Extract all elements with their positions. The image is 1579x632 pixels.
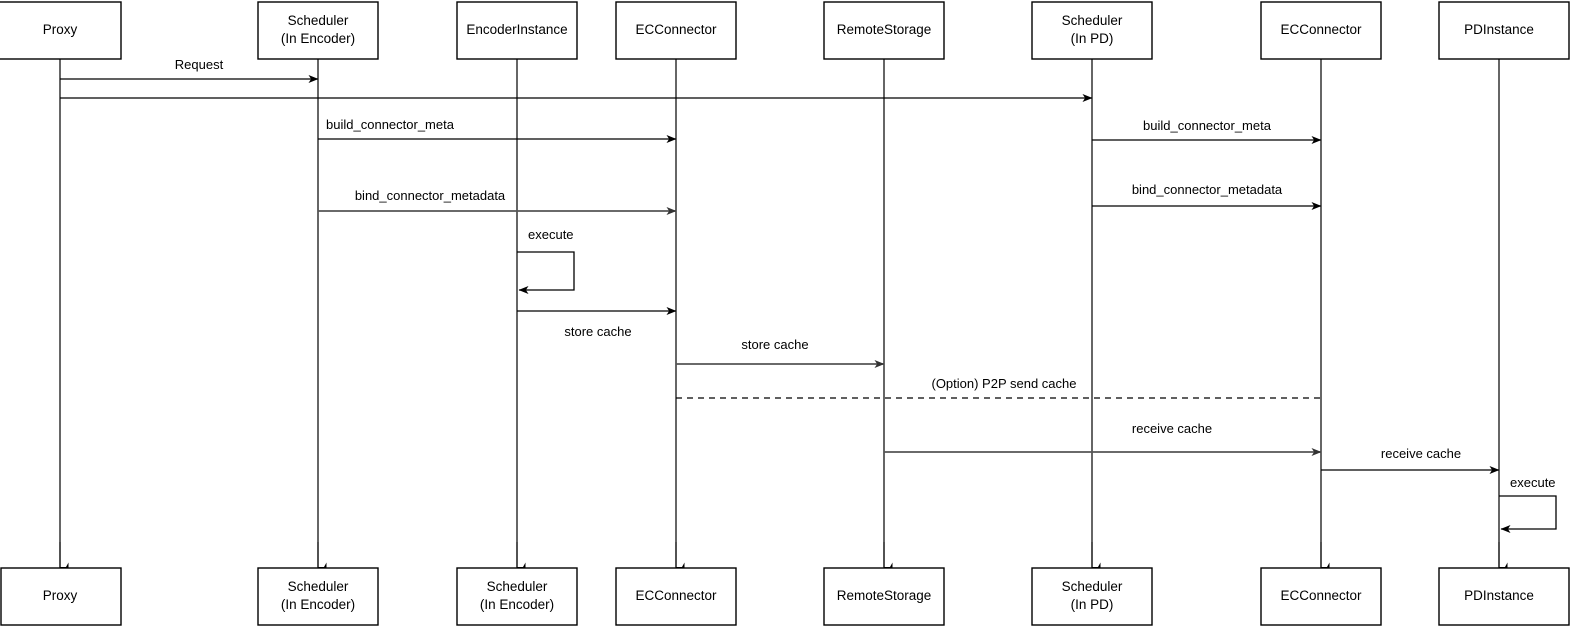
participant-footer-ec_conn_enc[interactable]: ECConnector xyxy=(615,567,737,626)
participant-footer-rect-pd_inst xyxy=(1438,567,1570,626)
self-message-loop-s1 xyxy=(517,251,575,294)
participant-footer-label-ec_conn_enc: ECConnector xyxy=(635,588,717,603)
participant-header-label-pd_inst: PDInstance xyxy=(1464,22,1534,37)
participant-footer-label-pd_inst: PDInstance xyxy=(1464,588,1534,603)
message-label-m11: receive cache xyxy=(1381,446,1461,461)
participant-footer-label-sched_pd-line2: (In PD) xyxy=(1071,597,1114,612)
participant-footer-sched_enc[interactable]: Scheduler (In Encoder) xyxy=(257,567,379,626)
participant-footer-label-sched_enc-line1: Scheduler xyxy=(288,579,349,594)
participant-header-rect-sched_pd xyxy=(1031,1,1153,60)
participant-footer-ec_conn_pd[interactable]: ECConnector xyxy=(1260,567,1382,626)
participant-footer-label-sched_pd-line1: Scheduler xyxy=(1062,579,1123,594)
participant-header-sched_enc[interactable]: Scheduler (In Encoder) xyxy=(257,1,379,60)
participant-footer-label-sched_enc_2-line2: (In Encoder) xyxy=(480,597,554,612)
self-message-loop-s2 xyxy=(1499,495,1557,533)
participant-footer-sched_enc_2[interactable]: Scheduler (In Encoder) xyxy=(456,567,578,626)
participant-footer-label-proxy: Proxy xyxy=(43,588,78,603)
participant-header-label-proxy: Proxy xyxy=(43,22,78,37)
participant-footer-rect-sched_pd xyxy=(1031,567,1153,626)
lifeline-vertical-lines xyxy=(59,59,1508,572)
participant-footer-rect-proxy xyxy=(0,567,122,626)
self-message-loops xyxy=(517,251,1557,533)
participant-header-label-ec_conn_enc: ECConnector xyxy=(635,22,717,37)
message-label-m9: (Option) P2P send cache xyxy=(931,376,1076,391)
participant-header-label-sched_pd-line1: Scheduler xyxy=(1062,13,1123,28)
participant-header-label-sched_pd-line2: (In PD) xyxy=(1071,31,1114,46)
participant-header-remote_store[interactable]: RemoteStorage xyxy=(823,1,945,60)
message-arrows xyxy=(60,75,1500,474)
participant-footer-label-ec_conn_pd: ECConnector xyxy=(1280,588,1362,603)
message-label-m8: store cache xyxy=(741,337,808,352)
participant-header-pd_inst[interactable]: PDInstance xyxy=(1438,1,1570,60)
participant-footer-pd_inst[interactable]: PDInstance xyxy=(1438,567,1570,626)
participant-footer-remote_store[interactable]: RemoteStorage xyxy=(823,567,945,626)
participant-header-ec_conn_pd[interactable]: ECConnector xyxy=(1260,1,1382,60)
message-label-m7: store cache xyxy=(564,324,631,339)
participant-header-rect-enc_inst xyxy=(456,1,578,60)
participant-footer-sched_pd[interactable]: Scheduler (In PD) xyxy=(1031,567,1153,626)
self-message-label-s2: execute xyxy=(1510,475,1556,490)
participant-footer-rect-ec_conn_pd xyxy=(1260,567,1382,626)
message-label-m6: bind_connector_metadata xyxy=(1132,182,1283,197)
participant-header-ec_conn_enc[interactable]: ECConnector xyxy=(615,1,737,60)
participant-footer-label-remote_store: RemoteStorage xyxy=(837,588,932,603)
participant-header-label-sched_enc-line1: Scheduler xyxy=(288,13,349,28)
participant-header-proxy[interactable]: Proxy xyxy=(0,1,122,60)
self-message-label-s1: execute xyxy=(528,227,574,242)
header-participant-boxes: Proxy Scheduler (In Encoder) EncoderInstanc… xyxy=(0,1,1570,60)
participant-footer-label-sched_enc_2-line1: Scheduler xyxy=(487,579,548,594)
message-labels: Request build_connector_meta build_connect… xyxy=(175,57,1556,490)
participant-footer-rect-ec_conn_enc xyxy=(615,567,737,626)
participant-header-rect-ec_conn_pd xyxy=(1260,1,1382,60)
message-label-m3: build_connector_meta xyxy=(326,117,455,132)
participant-header-rect-remote_store xyxy=(823,1,945,60)
message-label-m1: Request xyxy=(175,57,224,72)
participant-header-sched_pd[interactable]: Scheduler (In PD) xyxy=(1031,1,1153,60)
participant-header-enc_inst[interactable]: EncoderInstance xyxy=(456,1,578,60)
message-label-m5: bind_connector_metadata xyxy=(355,188,506,203)
participant-header-label-enc_inst: EncoderInstance xyxy=(466,22,567,37)
participant-footer-label-sched_enc-line2: (In Encoder) xyxy=(281,597,355,612)
message-label-m10: receive cache xyxy=(1132,421,1212,436)
participant-header-rect-ec_conn_enc xyxy=(615,1,737,60)
participant-footer-proxy[interactable]: Proxy xyxy=(0,567,122,626)
participant-footer-rect-remote_store xyxy=(823,567,945,626)
participant-header-rect-pd_inst xyxy=(1438,1,1570,60)
message-label-m4: build_connector_meta xyxy=(1143,118,1272,133)
participant-footer-rect-sched_enc_2 xyxy=(456,567,578,626)
participant-header-rect-sched_enc xyxy=(257,1,379,60)
participant-header-label-ec_conn_pd: ECConnector xyxy=(1280,22,1362,37)
participant-header-label-sched_enc-line2: (In Encoder) xyxy=(281,31,355,46)
participant-header-rect-proxy xyxy=(0,1,122,60)
footer-participant-boxes: Proxy Scheduler (In Encoder) Scheduler (In E… xyxy=(0,567,1570,626)
participant-header-label-remote_store: RemoteStorage xyxy=(837,22,932,37)
participant-footer-rect-sched_enc xyxy=(257,567,379,626)
